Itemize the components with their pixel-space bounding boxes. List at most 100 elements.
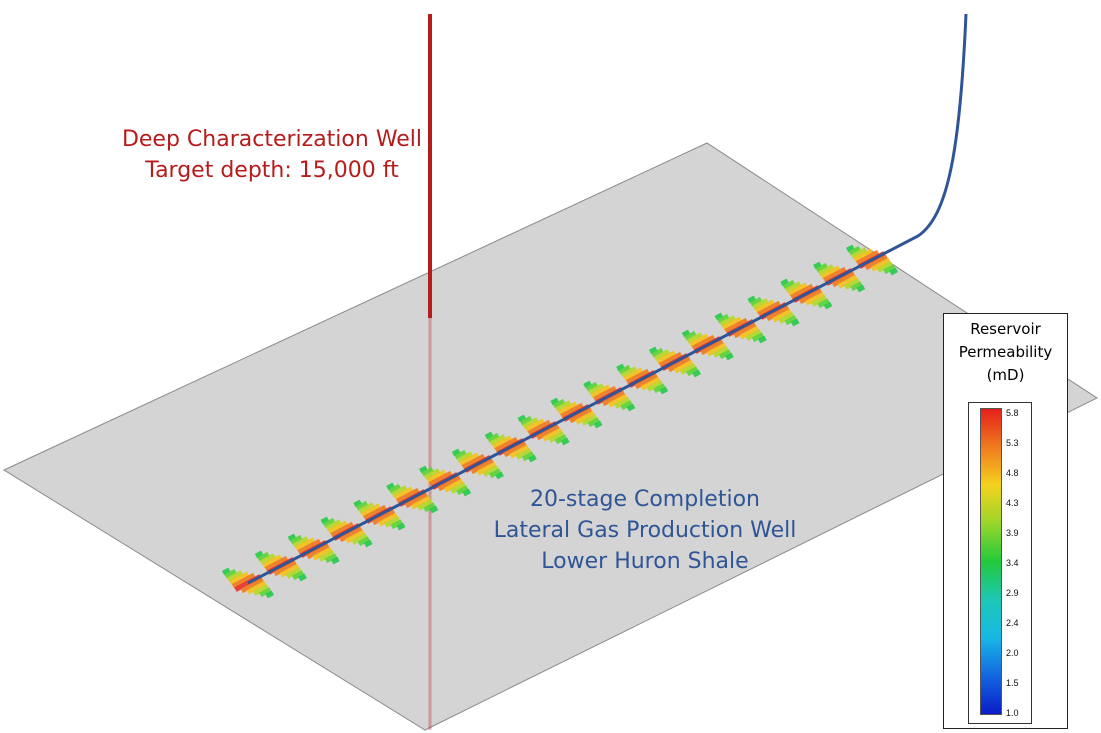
lateral-well-label-line-1: 20-stage Completion (529, 487, 760, 512)
fracture-cell (831, 271, 856, 288)
fracture-cell (417, 499, 434, 511)
fracture-cell (581, 414, 598, 426)
fracture-cell (459, 452, 480, 467)
fracture-cell (257, 551, 270, 562)
fracture-cell (684, 330, 697, 341)
fracture-cell (653, 383, 666, 394)
fracture-cell (754, 299, 775, 314)
fracture-cell (717, 313, 730, 324)
fracture-cell (325, 519, 342, 531)
fracture-cell (583, 380, 592, 389)
lateral-well-label: 20-stage Completion Lateral Gas Producti… (480, 484, 810, 577)
fracture-cell (264, 555, 289, 572)
fracture-cell (384, 516, 401, 528)
fracture-cell (252, 584, 270, 596)
fracture-cell (798, 288, 823, 305)
fracture-cell (404, 492, 429, 509)
fracture-cell (487, 432, 500, 443)
fracture-cell (647, 380, 664, 392)
fracture-stage (221, 567, 275, 599)
fracture-cell (503, 441, 527, 458)
fracture-cell (889, 267, 899, 276)
fracture-cell (757, 300, 781, 317)
fracture-cell (725, 352, 734, 361)
fracture-cell (608, 393, 628, 408)
fracture-cell (560, 437, 570, 446)
fracture-cell (848, 245, 861, 256)
fracture-cell (527, 419, 552, 436)
fracture-cell (811, 295, 828, 307)
fracture-cell (292, 570, 305, 581)
fracture-cell (287, 533, 297, 542)
fracture-cell (358, 502, 375, 514)
fracture-cell (618, 364, 631, 375)
fracture-cell (686, 332, 703, 344)
fracture-cell (823, 301, 833, 310)
fracture-cell (515, 448, 532, 460)
fracture-cell (625, 368, 650, 385)
fracture-cell (386, 482, 395, 491)
fracture-cell (718, 349, 732, 360)
legend-tick-label: 2.9 (1006, 588, 1019, 598)
fracture-cell (782, 279, 796, 290)
fracture-cell (585, 381, 599, 392)
fracture-cell (318, 550, 335, 562)
fracture-cell (823, 266, 847, 283)
fracture-cell (616, 363, 625, 372)
fracture-cell (620, 400, 633, 411)
fracture-cell (355, 500, 369, 511)
fracture-cell (673, 359, 694, 374)
legend-tick-label: 3.4 (1006, 558, 1019, 568)
fracture-cell (790, 318, 800, 327)
fracture-cell (226, 570, 244, 582)
fracture-cell (817, 298, 830, 309)
fracture-cell (224, 568, 237, 579)
fracture-cell (521, 451, 535, 462)
fracture-cell (724, 317, 749, 334)
fracture-cell (844, 278, 861, 290)
legend-tick-label: 2.4 (1006, 618, 1019, 628)
fracture-cell (292, 536, 309, 548)
fracture-cell (758, 335, 767, 344)
fracture-cell (856, 284, 866, 293)
fracture-cell (766, 305, 790, 322)
fracture-cell (850, 247, 868, 259)
fracture-cell (298, 573, 307, 582)
fracture-cell (772, 308, 793, 323)
fracture-cell (520, 415, 533, 426)
fracture-cell (590, 384, 611, 399)
fracture-stage (254, 550, 307, 582)
fracture-cell (706, 342, 727, 357)
legend-tick-label: 2.0 (1006, 648, 1019, 658)
fracture-cell (371, 509, 396, 526)
fracture-cell (813, 261, 822, 270)
legend-tick-label: 1.5 (1006, 678, 1019, 688)
fracture-cell (327, 520, 348, 535)
fracture-cell (421, 466, 434, 477)
fracture-cell (423, 502, 436, 513)
fracture-cell (719, 315, 736, 327)
fracture-cell (419, 465, 428, 474)
fracture-cell (229, 571, 250, 586)
fracture-cell (593, 385, 617, 402)
fracture-cell (714, 312, 724, 321)
fracture-cell (393, 486, 414, 501)
fracture-stage (517, 414, 570, 446)
fracture-cell (345, 529, 366, 544)
fracture-cell (751, 332, 765, 343)
lateral-well-label-line-2: Lateral Gas Production Well (493, 518, 797, 543)
fracture-cell (450, 482, 467, 494)
fracture-cell (722, 316, 742, 331)
fracture-cell (231, 572, 256, 589)
fracture-cell (494, 436, 519, 453)
fracture-cell (621, 366, 638, 378)
fracture-cell (651, 347, 664, 358)
lateral-well-path (247, 13, 968, 585)
fracture-cell (390, 519, 403, 530)
fracture-cell (330, 521, 354, 538)
fracture-cell (285, 567, 302, 579)
fracture-cell (279, 563, 300, 578)
fracture-cell (790, 283, 814, 300)
fracture-cell (221, 567, 231, 576)
